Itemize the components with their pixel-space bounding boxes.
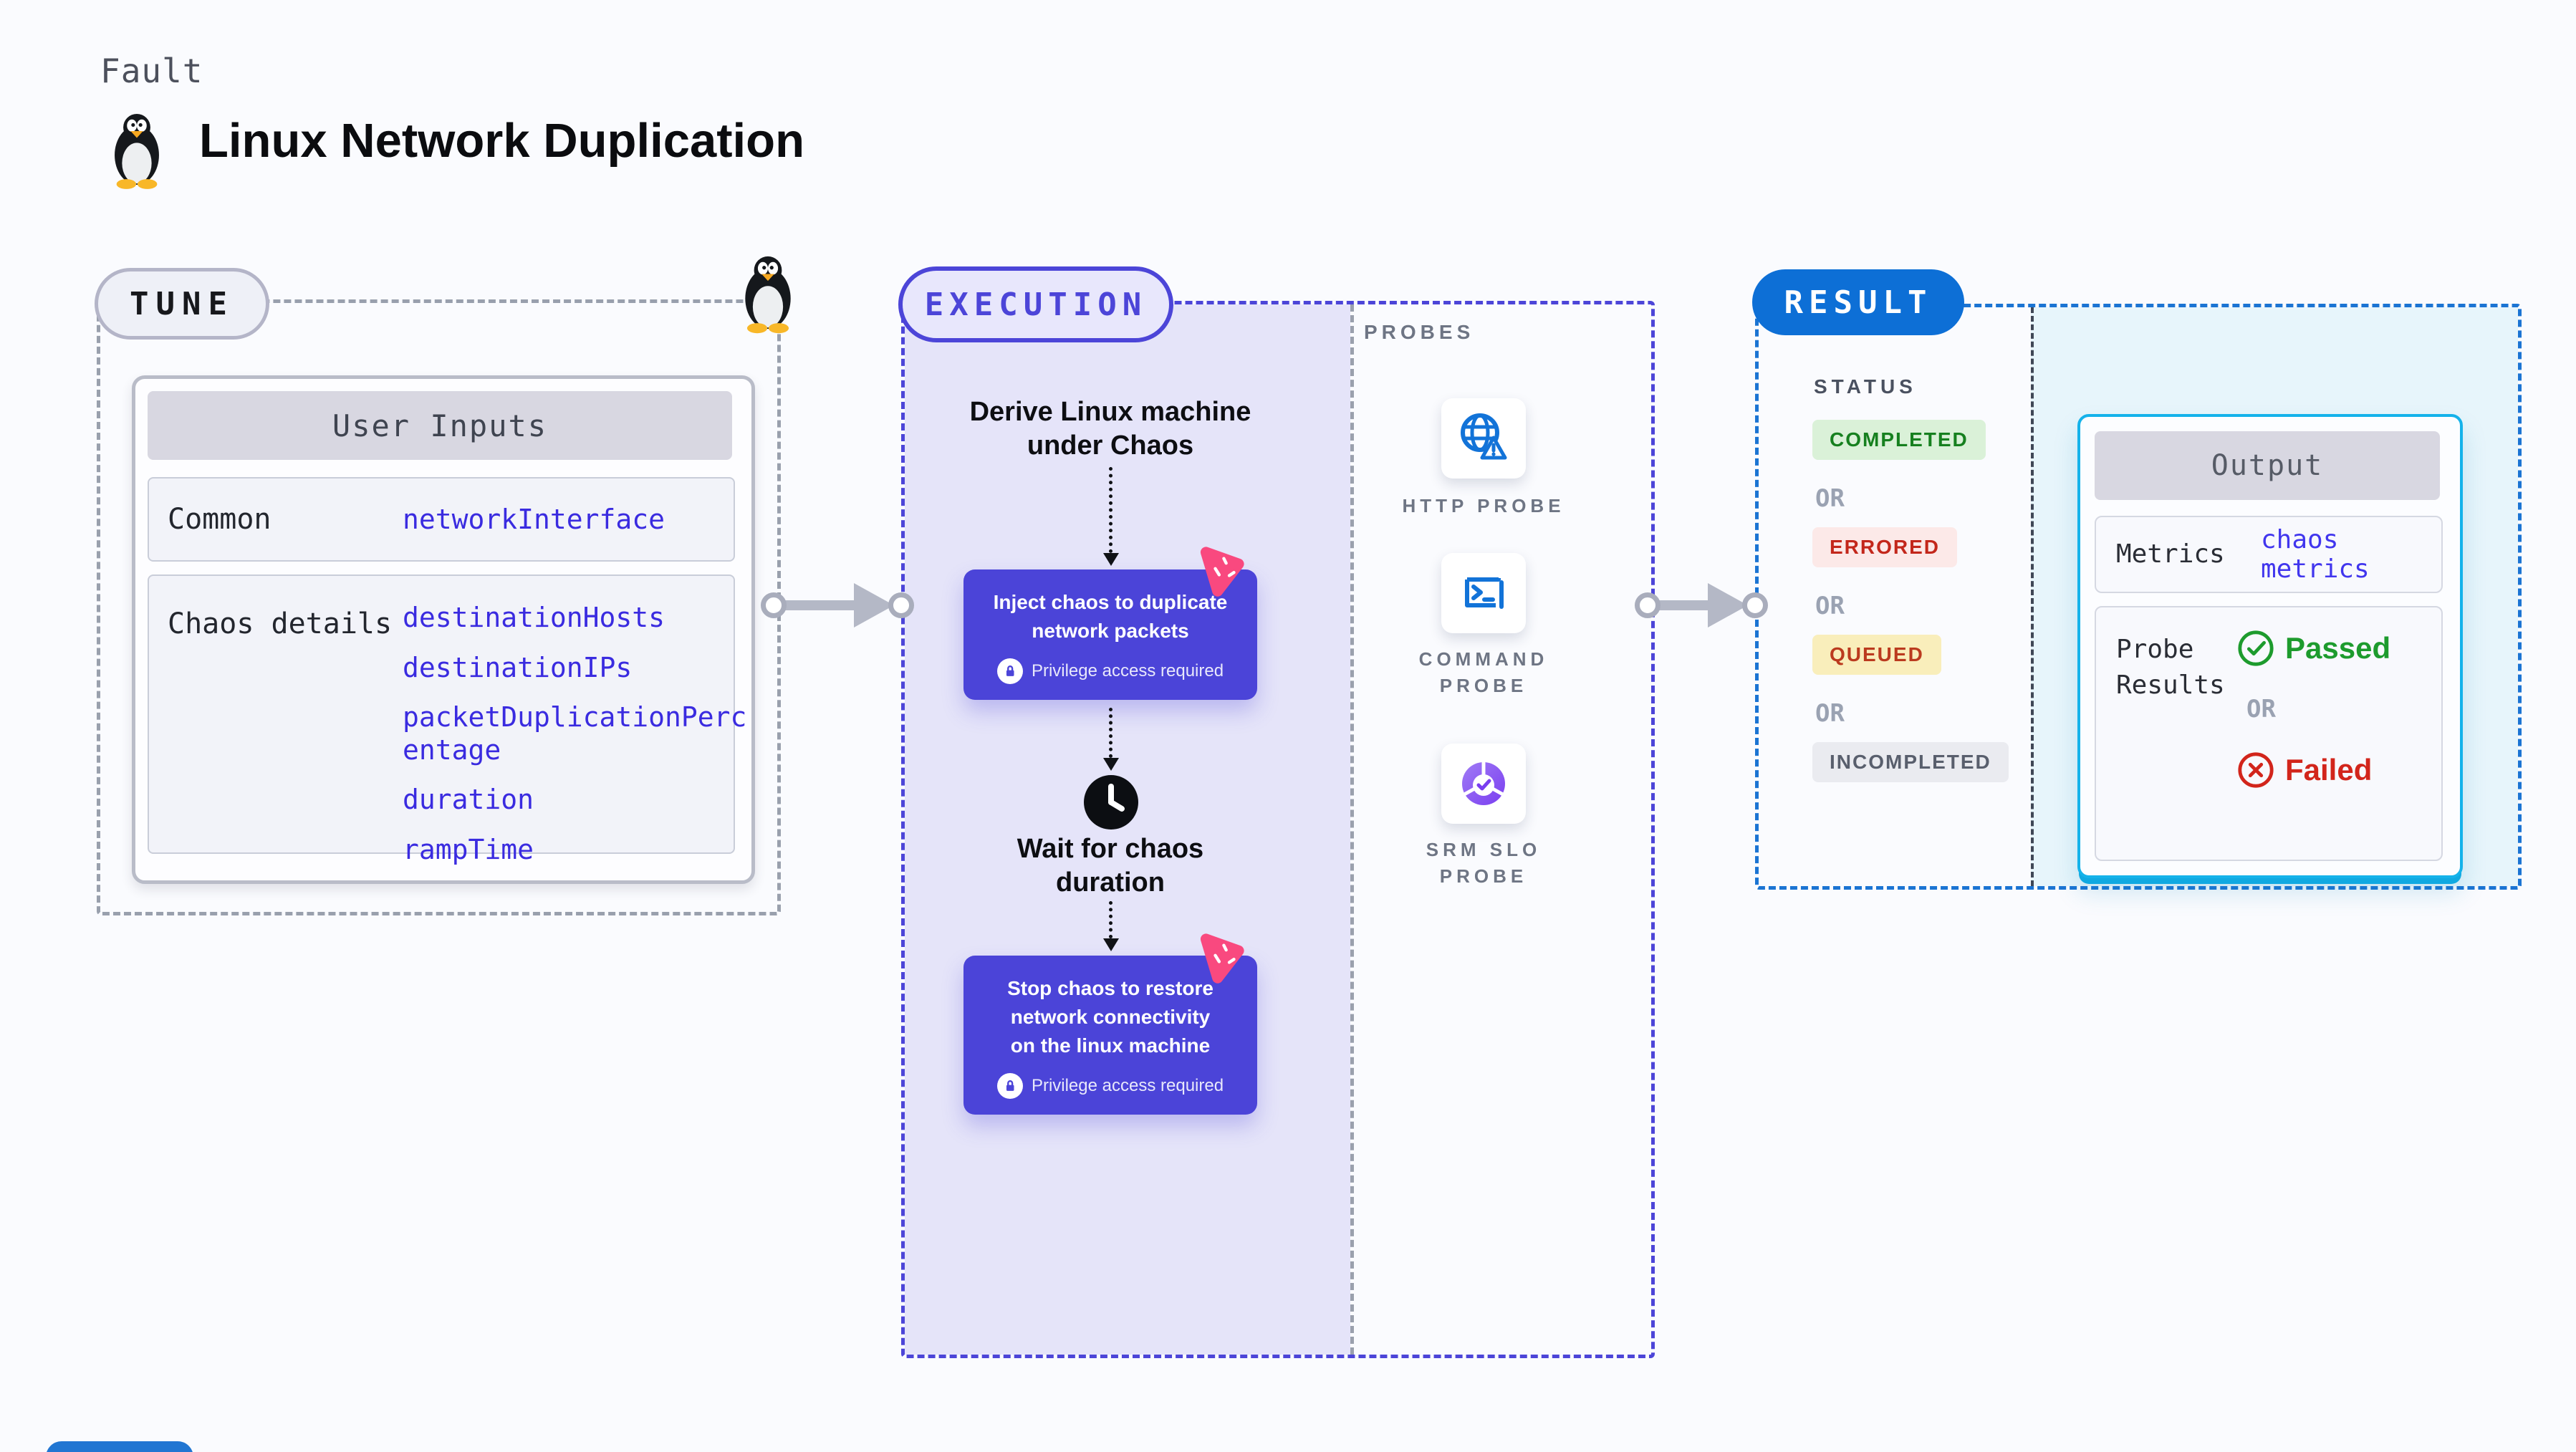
status-label: STATUS bbox=[1814, 375, 1917, 398]
connector-dot bbox=[761, 592, 787, 618]
row-label: Chaos details bbox=[168, 607, 393, 640]
execution-section bbox=[901, 301, 1655, 1358]
status-or-separator: OR bbox=[1815, 699, 1845, 728]
x-circle-icon bbox=[2238, 752, 2274, 788]
row-value: destinationIPs bbox=[403, 651, 633, 683]
user-inputs-header: User Inputs bbox=[148, 391, 732, 460]
row-value: packetDuplicationPercentage bbox=[403, 701, 747, 766]
failed-text: Failed bbox=[2285, 753, 2373, 787]
row-value: networkInterface bbox=[403, 504, 665, 535]
row-value: rampTime bbox=[403, 833, 534, 865]
status-badge-errored: ERRORED bbox=[1812, 527, 1958, 567]
derive-machine-step: Derive Linux machine under Chaos bbox=[969, 397, 1251, 461]
privilege-note-text: Privilege access required bbox=[1031, 661, 1224, 681]
tux-penguin-icon bbox=[745, 256, 791, 334]
output-card: Output Metrics chaos metrics Probe Resul… bbox=[2077, 414, 2463, 878]
status-or-separator: OR bbox=[1815, 592, 1845, 620]
command-probe-icon bbox=[1465, 577, 1504, 609]
execution-to-result-arrow bbox=[1635, 573, 1768, 638]
execution-badge: EXECUTION bbox=[898, 266, 1173, 342]
arrow-head bbox=[854, 583, 894, 628]
command-probe-label: COMMAND PROBE bbox=[1418, 648, 1549, 696]
arrow-shaft bbox=[1656, 600, 1714, 610]
stop-chaos-title: Stop chaos to restore network connectivi… bbox=[1007, 977, 1213, 1057]
tune-badge: TUNE bbox=[95, 268, 269, 340]
chaos-details-values: destinationHosts destinationIPs packetDu… bbox=[403, 602, 761, 867]
srm-slo-probe-icon bbox=[1462, 761, 1505, 805]
status-badge-completed: COMPLETED bbox=[1812, 420, 1986, 460]
arrow-head bbox=[1708, 583, 1748, 628]
wait-duration-step: Wait for chaos duration bbox=[1017, 834, 1204, 898]
privilege-note: Privilege access required bbox=[963, 1073, 1257, 1099]
row-label: Common bbox=[168, 503, 271, 536]
probe-results-values: Passed OR Failed bbox=[2236, 629, 2390, 789]
user-inputs-row-chaos-details: Chaos details destinationHosts destinati… bbox=[148, 574, 746, 865]
inject-chaos-card: Inject chaos to duplicate network packet… bbox=[963, 569, 1257, 700]
user-inputs-row-common: Common networkInterface bbox=[148, 477, 735, 562]
clock-icon bbox=[1084, 775, 1138, 830]
connector-dot bbox=[1635, 592, 1661, 618]
connector-dot bbox=[1742, 592, 1768, 618]
srm-slo-probe-label: SRM SLO PROBE bbox=[1426, 839, 1542, 887]
row-value: destinationHosts bbox=[403, 602, 665, 633]
flow-arrow-down bbox=[1103, 901, 1119, 951]
status-badge-queued: QUEUED bbox=[1812, 635, 1941, 675]
lock-icon bbox=[996, 658, 1023, 684]
row-value: duration bbox=[403, 784, 534, 816]
failed-item: Failed bbox=[2236, 751, 2390, 789]
probe-results-row: Probe Results Passed OR Faile bbox=[2095, 606, 2443, 861]
inject-chaos-title: Inject chaos to duplicate network packet… bbox=[993, 591, 1228, 642]
chaos-pink-icon bbox=[1200, 547, 1244, 597]
flow-arrow-down bbox=[1103, 467, 1119, 566]
http-probe-card bbox=[1441, 398, 1526, 479]
status-badge-incompleted: INCOMPLETED bbox=[1812, 742, 2009, 782]
page-title: Linux Network Duplication bbox=[199, 114, 804, 168]
metrics-value: chaos metrics bbox=[2261, 525, 2370, 584]
probe-results-label: Probe Results bbox=[2116, 635, 2225, 700]
srm-slo-probe-card bbox=[1441, 744, 1526, 824]
privilege-note-text: Privilege access required bbox=[1031, 1076, 1224, 1095]
execution-flow-background bbox=[905, 304, 1350, 1355]
output-header: Output bbox=[2095, 431, 2440, 500]
connector-dot bbox=[888, 592, 914, 618]
tune-to-execution-arrow bbox=[761, 573, 914, 638]
arrow-shaft bbox=[782, 600, 860, 610]
lock-icon bbox=[996, 1073, 1023, 1099]
fault-eyebrow: Fault bbox=[100, 52, 203, 90]
passed-text: Passed bbox=[2285, 631, 2391, 665]
metrics-label: Metrics bbox=[2116, 539, 2225, 569]
tux-penguin-icon bbox=[115, 113, 159, 189]
http-probe-icon bbox=[1461, 413, 1507, 460]
metrics-row: Metrics chaos metrics bbox=[2095, 516, 2443, 593]
chaos-pink-icon bbox=[1200, 933, 1244, 984]
probe-or-separator: OR bbox=[2246, 695, 2276, 723]
http-probe-label: HTTP PROBE bbox=[1402, 495, 1565, 516]
passed-item: Passed bbox=[2236, 629, 2390, 668]
privilege-note: Privilege access required bbox=[963, 658, 1257, 684]
probes-label: PROBES bbox=[1364, 321, 1475, 343]
flow-arrow-down bbox=[1103, 708, 1119, 771]
status-or-separator: OR bbox=[1815, 484, 1845, 513]
cropped-bottom-badge bbox=[46, 1441, 193, 1452]
command-probe-card bbox=[1441, 553, 1526, 633]
stop-chaos-card: Stop chaos to restore network connectivi… bbox=[963, 956, 1257, 1115]
check-circle-icon bbox=[2238, 630, 2274, 666]
result-badge: RESULT bbox=[1752, 269, 1964, 335]
probes-region bbox=[1350, 304, 1652, 1355]
